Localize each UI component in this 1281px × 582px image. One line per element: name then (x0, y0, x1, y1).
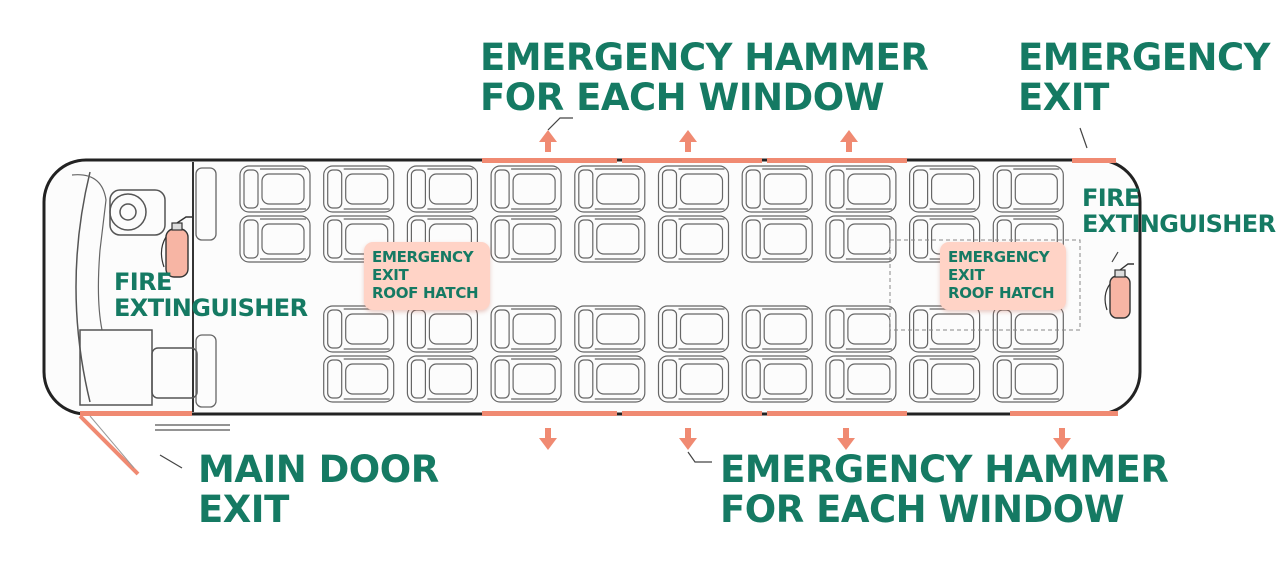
windows-top (482, 158, 1116, 163)
seat-icon (323, 305, 395, 353)
seat-icon (741, 305, 813, 353)
seat-icon (992, 165, 1064, 213)
seat-icon (574, 215, 646, 263)
arrow-icon (539, 428, 557, 450)
arrow-icon (679, 428, 697, 450)
arrows-bottom (539, 428, 1071, 450)
seat-icon (741, 215, 813, 263)
fire-extinguisher-icon (1104, 263, 1134, 319)
arrow-icon (679, 130, 697, 152)
roof-hatch-line1: EMERGENCY (948, 248, 1050, 266)
label-line: FOR EACH WINDOW (480, 75, 885, 119)
seat-icon (908, 165, 981, 213)
roof-hatch-line3: ROOF HATCH (948, 284, 1055, 302)
main-door-swing (89, 415, 135, 469)
label-line: EXTINGUISHER (114, 293, 308, 322)
label-hammer-top: EMERGENCY HAMMER FOR EACH WINDOW (480, 36, 929, 119)
seat-icon (741, 165, 813, 213)
windows-bottom (80, 411, 1118, 416)
seat-rows (239, 165, 1064, 403)
label-hammer-bottom: EMERGENCY HAMMER FOR EACH WINDOW (720, 448, 1169, 531)
seat-icon (490, 215, 562, 263)
seat-icon (323, 355, 395, 403)
label-exit-top: EMERGENCY EXIT (1018, 38, 1270, 118)
driver-seat (109, 189, 166, 236)
label-line: MAIN DOOR (198, 448, 439, 491)
label-line: EXTINGUISHER (1082, 209, 1276, 238)
roof-hatch-line3: ROOF HATCH (372, 284, 479, 302)
seat-icon (323, 165, 395, 213)
seat-icon (825, 165, 897, 213)
label-line: FIRE (114, 268, 172, 296)
label-line: EMERGENCY HAMMER (480, 36, 929, 79)
label-line: FIRE (1082, 184, 1140, 212)
seat-icon (825, 215, 897, 263)
label-line: FOR EACH WINDOW (720, 487, 1125, 531)
label-line: EXIT (198, 487, 289, 531)
seat-icon (908, 355, 981, 403)
seat-icon (574, 305, 646, 353)
arrow-icon (840, 130, 858, 152)
windshield (75, 171, 91, 403)
rear-area (889, 239, 1081, 331)
roof-hatch-line2: EXIT (948, 266, 985, 284)
seat-icon (574, 355, 646, 403)
seat-icon (239, 215, 311, 263)
label-line: EMERGENCY HAMMER (720, 448, 1169, 491)
seat-icon (406, 355, 478, 403)
arrow-icon (1053, 428, 1071, 450)
label-main-door: MAIN DOOR EXIT (198, 450, 439, 530)
seat-icon (239, 165, 311, 213)
seat-icon (490, 165, 562, 213)
seat-icon (657, 355, 730, 403)
main-door-leaf (78, 414, 140, 476)
door-step-area (79, 329, 198, 406)
seat-icon (406, 165, 478, 213)
label-line: EMERGENCY (1018, 36, 1270, 79)
seat-icon (741, 355, 813, 403)
arrow-icon (539, 130, 557, 152)
seat-icon (574, 165, 646, 213)
label-fire-left: FIRE EXTINGUISHER (114, 268, 308, 322)
label-fire-right: FIRE EXTINGUISHER (1082, 184, 1276, 238)
seat-icon (490, 305, 562, 353)
seat-icon (657, 165, 730, 213)
seat-icon (657, 215, 730, 263)
seat-icon (825, 355, 897, 403)
front-seats (195, 167, 217, 408)
seat-icon (490, 355, 562, 403)
fire-extinguisher-icon (160, 216, 192, 278)
seat-icon (992, 355, 1064, 403)
arrows-top (539, 130, 858, 152)
seat-icon (657, 305, 730, 353)
arrow-icon (837, 428, 855, 450)
roof-hatch-left: EMERGENCY EXIT ROOF HATCH (364, 242, 490, 310)
roof-hatch-right: EMERGENCY EXIT ROOF HATCH (940, 242, 1066, 310)
dashboard (71, 174, 107, 331)
door-panel (155, 424, 230, 431)
roof-hatch-line1: EMERGENCY (372, 248, 474, 266)
roof-hatch-line2: EXIT (372, 266, 409, 284)
label-line: EXIT (1018, 75, 1109, 119)
